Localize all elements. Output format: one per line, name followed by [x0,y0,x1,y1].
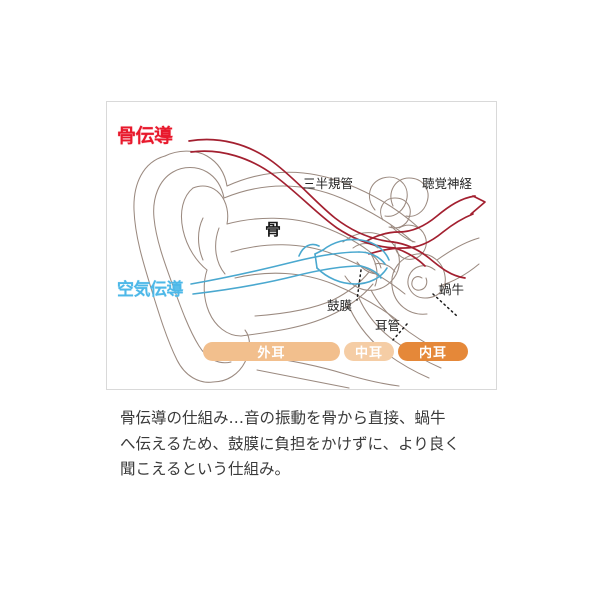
concha-inner [215,227,226,275]
vestibule [394,224,427,260]
ear-diagram-illustration [133,138,486,389]
leader-line-cochlea [432,293,458,317]
cochlea-spiral-inner [411,276,428,291]
concha-ridge [197,217,204,261]
skull-upper-contour [226,171,420,229]
label-eardrum: 鼓膜 [327,298,353,313]
label-bone-conduction: 骨伝導 [117,125,173,147]
caption-line-1: 骨伝導の仕組み…音の振動を骨から直接、蝸牛 [120,409,446,427]
canal-vestibule-link [390,225,416,243]
semicircular-canal-posterior [390,177,429,217]
cochlea-spiral [391,253,446,315]
bone-conduction-path-1 [188,138,394,243]
bone-conduction-path-2 [190,150,396,249]
ear-canal-lower-wall [240,283,374,337]
air-conduction-curl [298,243,320,257]
semicircular-canal-superior [368,176,408,217]
air-conduction-link-left [314,253,318,269]
pinna-top-curve [164,150,228,187]
air-conduction-link-left2 [314,249,324,255]
antihelix-top [192,185,229,225]
air-conduction-middle-ear-2 [316,267,388,285]
air-conduction-path-group [190,238,390,295]
air-conduction-path-2 [192,265,362,295]
eustachian-tube-lower [358,297,442,369]
ear-canal-lower-wall-2 [254,271,370,317]
section-pill-middle-ear: 中耳 [344,342,394,361]
air-conduction-path-1 [190,251,360,285]
antihelix-upper [180,187,208,271]
nerve-arrowhead [470,195,486,215]
label-cochlea: 蝸牛 [439,282,465,297]
air-conduction-middle-ear [322,238,390,261]
label-auditory-nerve: 聴覚神経 [422,176,473,191]
caption-line-3: 聞こえるという仕組み。 [120,460,291,479]
pinna-outer-helix [133,155,214,383]
label-air-conduction: 空気伝導 [117,280,184,300]
pinna-inner-helix [153,171,232,364]
nerve-arrow-upper [364,195,476,243]
leader-line-eustachian [392,323,408,341]
caption-block: 骨伝導の仕組み…音の振動を骨から直接、蝸牛 へ伝えるため、鼓膜に負担をかけずに、… [120,406,500,483]
label-eustachian-tube: 耳管 [375,318,401,333]
pinna-inner-top [172,166,225,199]
middle-ear-cavity [342,232,400,291]
malleus [352,242,379,249]
air-conduction-to-eardrum-1 [358,251,386,265]
skull-lower-contour [234,272,398,321]
label-semicircular-canals: 三半規管 [303,176,354,191]
section-pill-outer-ear: 外耳 [203,342,340,361]
section-pill-inner-ear: 内耳 [398,342,468,361]
leader-line-eardrum [356,269,362,301]
ear-anatomy-diagram: 骨伝導 空気伝導 骨 三半規管 聴覚神経 鼓膜 耳管 蝸牛 外耳 中耳 内耳 [106,101,497,390]
eardrum-membrane [370,253,378,287]
ear-lobe [212,329,251,383]
caption-line-2: へ伝えるため、鼓膜に負担をかけずに、より良く [120,434,460,453]
bone-conduction-to-nerve [392,241,466,279]
leader-line-group [356,269,458,341]
jaw-contour-2 [256,369,350,389]
label-bone: 骨 [265,220,282,239]
auditory-nerve-outline-upper [436,237,480,261]
nerve-arrow-lower [368,213,474,255]
skull-upper-contour-2 [223,185,414,243]
